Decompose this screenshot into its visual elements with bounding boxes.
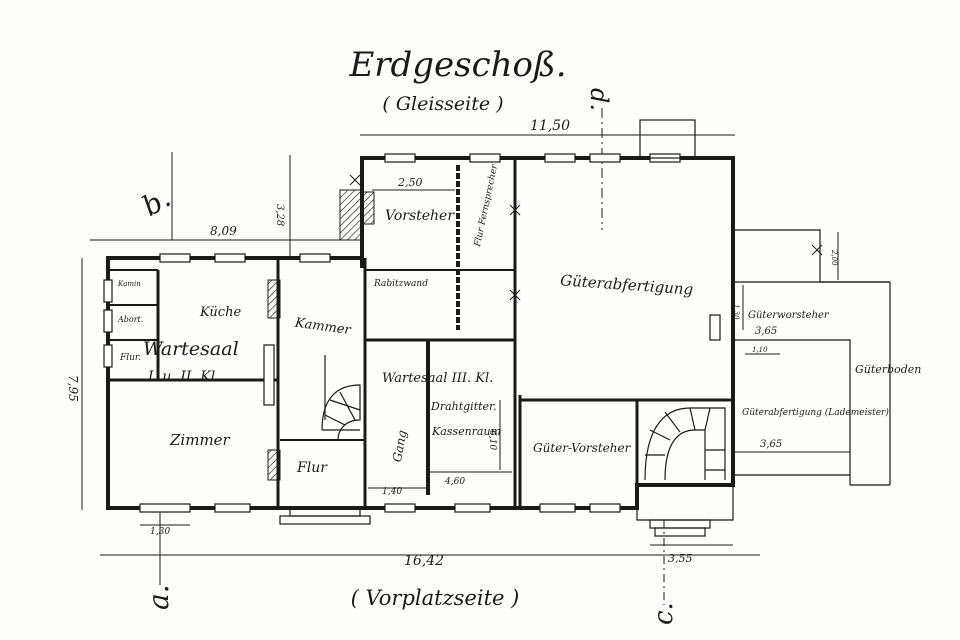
section-line-d: d. [585, 88, 613, 230]
dim-vorsteher-width: 2,50 [397, 176, 423, 189]
room-label-wartesaal-3: Wartesaal III. Kl. [382, 371, 493, 386]
room-label-kassenraum: Kassenraum [431, 425, 501, 438]
room-label-kammer: Kammer [293, 315, 352, 338]
dim-gang-width: 1,40 [382, 487, 402, 497]
room-label-guter-vorsteher: Güter-Vorsteher [533, 441, 632, 455]
dim-stair-width: 3,55 [668, 552, 693, 565]
room-label-guterabfertigung: Güterabfertigung [560, 271, 694, 298]
plan-caption: ( Vorplatzseite ) [351, 586, 520, 610]
dim-kasse-depth: 6,10 [487, 430, 497, 450]
staircase-right [644, 407, 726, 481]
room-label-guterworsteher: Güterworsteher [748, 310, 830, 321]
section-line-c: c. [649, 520, 679, 625]
room-label-flur-small: Flur. [119, 353, 141, 363]
room-label-flur-fernsprecher: Flur Fernsprecher [473, 163, 501, 249]
plan-subtitle: ( Gleisseite ) [382, 93, 503, 115]
room-label-wartesaal-class: I. u. II. Kl. [147, 369, 220, 385]
room-label-guterabfertigung-lademeister: Güterabfertigung (Lademeister) [742, 407, 889, 418]
entrance-steps [279, 119, 711, 537]
room-label-drahtgitter: Drahtgitter. [430, 400, 497, 413]
room-label-abort: Abort. [117, 315, 143, 324]
room-label-wartesaal: Wartesaal [143, 338, 239, 360]
room-label-kuche: Küche [199, 305, 241, 320]
room-label-flur: Flur [296, 460, 328, 476]
dim-bottom-width: 16,42 [404, 553, 444, 569]
dim-window-width: 1,30 [150, 527, 170, 537]
dim-annex-width-2: 3,65 [760, 439, 782, 450]
section-mark-a: a. [142, 584, 175, 610]
plan-title: Erdgeschoß. [348, 45, 566, 85]
staircase-left [321, 355, 361, 441]
dimension-lines: 11,50 8,09 2,50 3,28 7,95 16,42 1,30 1,4… [66, 118, 850, 569]
dim-top-depth: 3,28 [274, 204, 285, 226]
cross-marks [349, 174, 823, 301]
section-mark-c: c. [649, 602, 679, 625]
dim-small-a: 1,30 [732, 304, 740, 320]
section-line-a: a. [142, 510, 175, 610]
room-label-guterboden: Güterboden [855, 363, 921, 376]
dim-top-width: 11,50 [530, 118, 570, 134]
room-label-gang: Gang [390, 429, 409, 463]
room-label-vorsteher: Vorsteher [385, 208, 455, 224]
room-label-kamin: Kamin [117, 280, 141, 288]
chimneys [267, 189, 375, 481]
dim-small-c: 1,10 [752, 346, 768, 354]
dim-kasse-width: 4,60 [444, 477, 465, 487]
room-label-rabitzwand: Rabitzwand [373, 279, 428, 289]
dim-annex-width: 3,65 [755, 326, 777, 337]
dim-small-b: 2,00 [830, 249, 838, 266]
dim-left-block-width: 8,09 [210, 224, 237, 238]
section-mark-b: b. [137, 181, 177, 223]
section-mark-d: d. [585, 88, 613, 111]
dim-total-depth: 7,95 [66, 375, 80, 402]
room-label-zimmer: Zimmer [169, 431, 231, 449]
section-line-b: b. [137, 152, 177, 240]
